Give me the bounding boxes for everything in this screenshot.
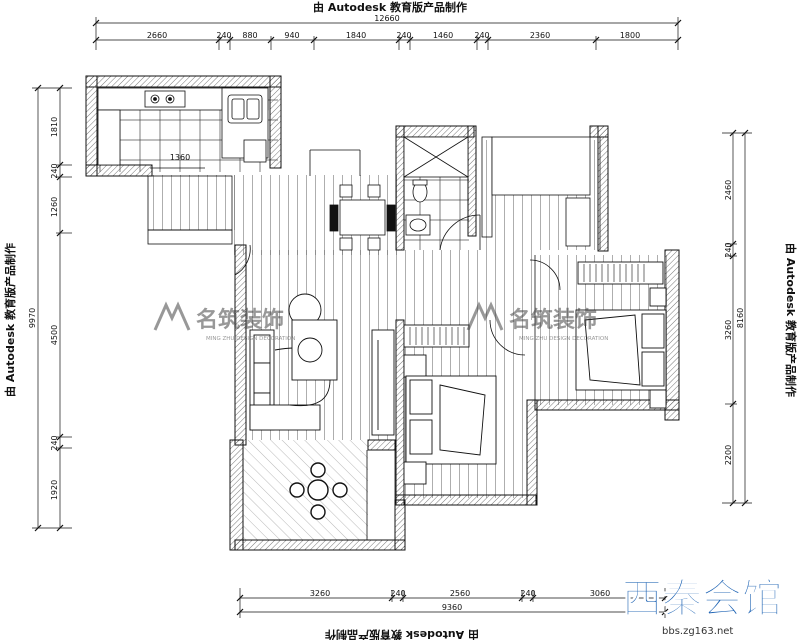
left-total-dimension: 9970 (28, 308, 37, 328)
brand-tagline-left: MING ZHU DESIGN DECORATION (206, 336, 295, 342)
left-dim-2: 240 (50, 163, 59, 178)
bottom-dimension-chain (236, 588, 669, 618)
brand-tagline-right: MING ZHU DESIGN DECORATION (519, 336, 608, 342)
right-dim-2: 240 (724, 242, 733, 257)
left-dim-3: 1260 (50, 197, 59, 217)
brand-logo-icon (153, 301, 191, 331)
brand-name-left: 名筑装饰 (196, 307, 284, 333)
site-url: bbs.zg163.net (662, 626, 733, 637)
kitchen-dimension: 1360 (170, 153, 190, 162)
bottom-dim-4: 240 (520, 589, 535, 598)
kitchen-side-counter (97, 109, 121, 166)
master-bedroom-fixtures (575, 261, 667, 409)
right-total-dimension: 8160 (736, 308, 745, 328)
bottom-dim-3: 2560 (450, 589, 470, 598)
stove-icon (144, 90, 186, 108)
bedroom2-fixtures (403, 324, 497, 485)
balcony-floor (243, 440, 368, 540)
bathroom-fixtures (403, 136, 469, 236)
brand-watermark-left: 名筑装饰 MING ZHU DESIGN DECORATION (153, 301, 295, 342)
bottom-total-dimension: 9360 (442, 603, 462, 612)
window-lines (147, 136, 601, 540)
brand-name-right: 名筑装饰 (509, 307, 597, 333)
right-dim-1: 2460 (724, 180, 733, 200)
top-dim-4: 940 (284, 31, 299, 40)
hall-floor (395, 250, 535, 320)
brand-logo-icon (466, 301, 504, 331)
entry-floor (150, 175, 235, 230)
left-dimension-chain (32, 84, 72, 532)
sink-icon (227, 94, 263, 124)
brand-watermark-right: 名筑装饰 MING ZHU DESIGN DECORATION (466, 301, 608, 342)
door-swings (234, 214, 561, 356)
kitchen-fixtures (97, 87, 269, 169)
wardrobe-2 (403, 324, 470, 348)
tv-cabinet (371, 329, 395, 436)
left-dim-5: 240 (50, 435, 59, 450)
bottom-dim-1: 3260 (310, 589, 330, 598)
bottom-dim-5: 3060 (590, 589, 610, 598)
site-logo: 西秦会馆 bbs.zg163.net (622, 576, 783, 638)
watermark-bottom: 由 Autodesk 教育版产品制作 (325, 628, 479, 640)
top-dim-9: 2360 (530, 31, 550, 40)
wardrobe-master (577, 261, 664, 285)
living-fixtures (249, 293, 395, 436)
walls (85, 75, 680, 551)
top-dim-8: 240 (474, 31, 489, 40)
top-dim-3: 880 (242, 31, 257, 40)
watermark-top: 由 Autodesk 教育版产品制作 (313, 0, 467, 14)
top-dim-10: 1800 (620, 31, 640, 40)
left-dim-4: 4500 (50, 325, 59, 345)
top-dim-1: 2660 (147, 31, 167, 40)
top-total-dimension: 12660 (374, 14, 399, 23)
top-dim-2: 240 (216, 31, 231, 40)
left-dim-6: 1920 (50, 480, 59, 500)
dining-table (329, 184, 396, 251)
top-dim-5: 1840 (346, 31, 366, 40)
watermark-left: 由 Autodesk 教育版产品制作 (3, 243, 17, 397)
balcony-table-set (289, 462, 348, 520)
site-name: 西秦会馆 (622, 576, 782, 622)
left-dim-1: 1810 (50, 117, 59, 137)
top-dim-7: 1460 (433, 31, 453, 40)
right-dim-3: 3260 (724, 320, 733, 340)
top-dim-6: 240 (396, 31, 411, 40)
top-dimension-chain (92, 17, 682, 50)
right-dim-4: 2200 (724, 445, 733, 465)
watermark-right: 由 Autodesk 教育版产品制作 (784, 243, 798, 397)
right-dimension-chain (722, 129, 752, 507)
bottom-dim-2: 240 (390, 589, 405, 598)
study-fixtures (491, 136, 591, 247)
